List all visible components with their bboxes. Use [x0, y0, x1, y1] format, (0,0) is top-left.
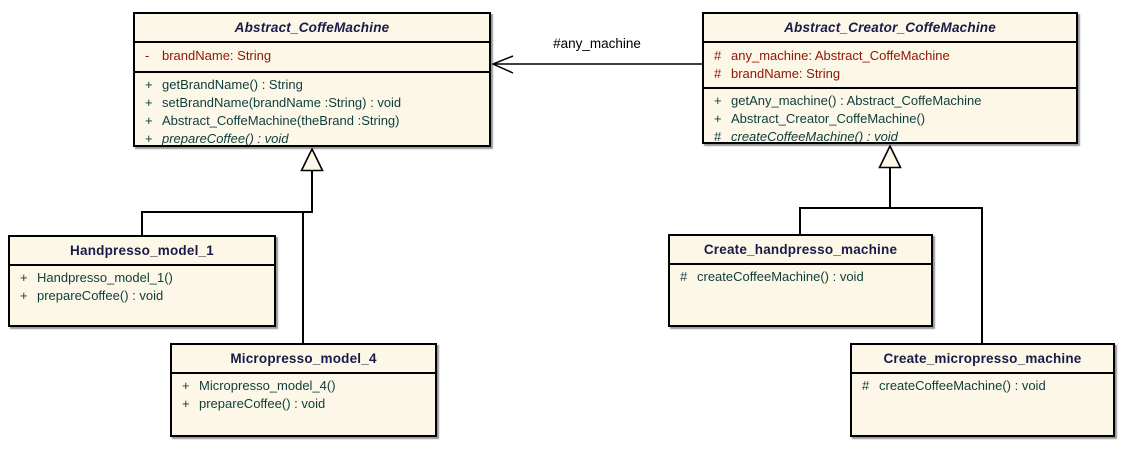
method-signature: Abstract_CoffeMachine(theBrand :String) — [162, 113, 400, 128]
method-signature: getAny_machine() : Abstract_CoffeMachine — [731, 93, 982, 108]
method-row: + getBrandName() : String — [135, 76, 489, 94]
visibility-symbol: + — [145, 95, 153, 110]
method-signature: createCoffeeMachine() : void — [731, 129, 898, 142]
method-row: + prepareCoffee() : void — [10, 287, 274, 305]
visibility-symbol: # — [862, 378, 870, 393]
class-title: Create_micropresso_machine — [852, 345, 1113, 374]
methods-compartment: + getBrandName() : String + setBrandName… — [135, 73, 489, 145]
hollow-triangle-icon — [300, 147, 324, 172]
method-signature: prepareCoffee() : void — [162, 131, 289, 145]
methods-compartment: + Handpresso_model_1() + prepareCoffee()… — [10, 266, 274, 325]
class-create-micropresso-machine[interactable]: Create_micropresso_machine # createCoffe… — [850, 343, 1115, 437]
method-signature: createCoffeeMachine() : void — [697, 269, 864, 284]
method-row: + Abstract_CoffeMachine(theBrand :String… — [135, 112, 489, 130]
methods-compartment: + Micropresso_model_4() + prepareCoffee(… — [172, 374, 435, 435]
method-signature: Handpresso_model_1() — [37, 270, 173, 285]
visibility-symbol: # — [714, 66, 722, 81]
association-label: #any_machine — [553, 36, 641, 51]
method-row: + getAny_machine() : Abstract_CoffeMachi… — [704, 92, 1076, 110]
method-signature: setBrandName(brandName :String) : void — [162, 95, 402, 110]
attribute-row: # brandName: String — [704, 65, 1076, 83]
methods-compartment: # createCoffeeMachine() : void — [670, 265, 931, 325]
visibility-symbol: + — [714, 111, 722, 126]
class-create-handpresso-machine[interactable]: Create_handpresso_machine # createCoffee… — [668, 234, 933, 327]
method-row: + Handpresso_model_1() — [10, 269, 274, 287]
visibility-symbol: # — [680, 269, 688, 284]
class-title: Create_handpresso_machine — [670, 236, 931, 265]
generalization-left[interactable] — [141, 147, 324, 343]
generalization-right[interactable] — [799, 144, 983, 343]
visibility-symbol: + — [182, 396, 190, 411]
visibility-symbol: + — [145, 113, 153, 128]
attributes-compartment: # any_machine: Abstract_CoffeMachine # b… — [704, 43, 1076, 89]
method-row: + prepareCoffee() : void — [135, 130, 489, 145]
attribute-row: - brandName: String — [135, 47, 489, 65]
attribute-signature: any_machine: Abstract_CoffeMachine — [731, 48, 950, 63]
class-title: Abstract_CoffeMachine — [135, 14, 489, 43]
class-title: Handpresso_model_1 — [10, 237, 274, 266]
method-signature: Abstract_Creator_CoffeMachine() — [731, 111, 926, 126]
method-row: # createCoffeeMachine() : void — [670, 268, 931, 286]
class-handpresso-model-1[interactable]: Handpresso_model_1 + Handpresso_model_1(… — [8, 235, 276, 327]
attribute-row: # any_machine: Abstract_CoffeMachine — [704, 47, 1076, 65]
methods-compartment: # createCoffeeMachine() : void — [852, 374, 1113, 435]
class-micropresso-model-4[interactable]: Micropresso_model_4 + Micropresso_model_… — [170, 343, 437, 437]
method-signature: Micropresso_model_4() — [199, 378, 336, 393]
open-arrowhead-icon — [491, 55, 514, 74]
visibility-symbol: - — [145, 48, 150, 63]
visibility-symbol: + — [182, 378, 190, 393]
visibility-symbol: + — [145, 131, 153, 145]
class-abstract-coffemachine[interactable]: Abstract_CoffeMachine - brandName: Strin… — [133, 12, 491, 147]
class-title: Micropresso_model_4 — [172, 345, 435, 374]
class-title: Abstract_Creator_CoffeMachine — [704, 14, 1076, 43]
visibility-symbol: + — [20, 288, 28, 303]
method-row: + setBrandName(brandName :String) : void — [135, 94, 489, 112]
method-row: + Abstract_Creator_CoffeMachine() — [704, 110, 1076, 128]
method-signature: createCoffeeMachine() : void — [879, 378, 1046, 393]
attribute-signature: brandName: String — [731, 66, 841, 81]
visibility-symbol: # — [714, 129, 722, 142]
visibility-symbol: + — [714, 93, 722, 108]
method-row: + Micropresso_model_4() — [172, 377, 435, 395]
method-signature: prepareCoffee() : void — [199, 396, 326, 411]
method-signature: getBrandName() : String — [162, 77, 303, 92]
hollow-triangle-icon — [878, 144, 902, 169]
association-any-machine[interactable] — [491, 55, 702, 74]
method-signature: prepareCoffee() : void — [37, 288, 164, 303]
visibility-symbol: + — [145, 77, 153, 92]
class-abstract-creator-coffemachine[interactable]: Abstract_Creator_CoffeMachine # any_mach… — [702, 12, 1078, 144]
method-row: # createCoffeeMachine() : void — [704, 128, 1076, 142]
visibility-symbol: # — [714, 48, 722, 63]
attributes-compartment: - brandName: String — [135, 43, 489, 73]
attribute-signature: brandName: String — [162, 48, 272, 63]
visibility-symbol: + — [20, 270, 28, 285]
method-row: # createCoffeeMachine() : void — [852, 377, 1113, 395]
method-row: + prepareCoffee() : void — [172, 395, 435, 413]
methods-compartment: + getAny_machine() : Abstract_CoffeMachi… — [704, 89, 1076, 142]
